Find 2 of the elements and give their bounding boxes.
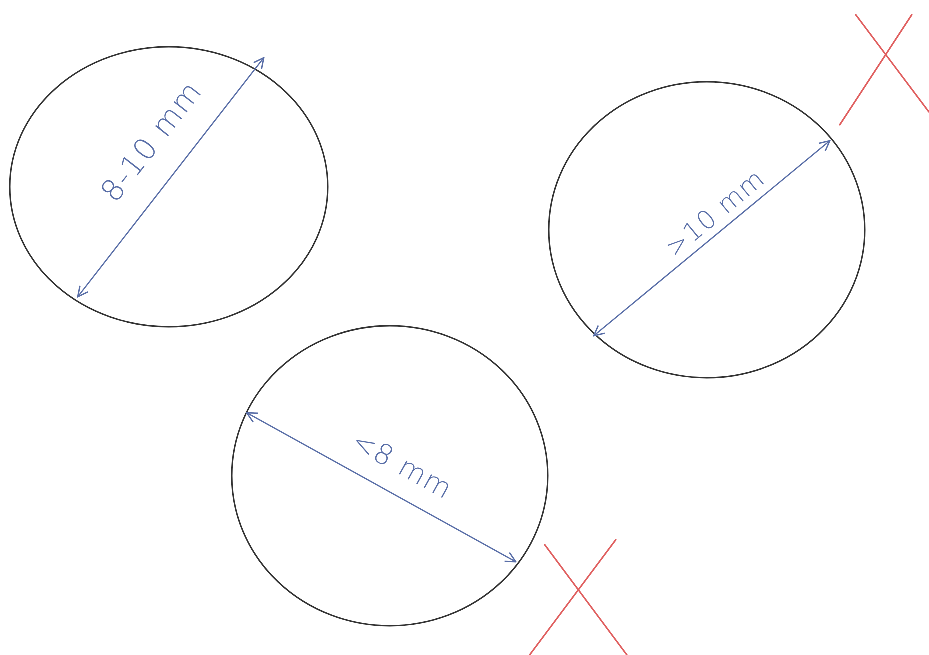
dimension-label: <8 mm (346, 426, 458, 506)
dimension-label: >10 mm (660, 164, 772, 264)
